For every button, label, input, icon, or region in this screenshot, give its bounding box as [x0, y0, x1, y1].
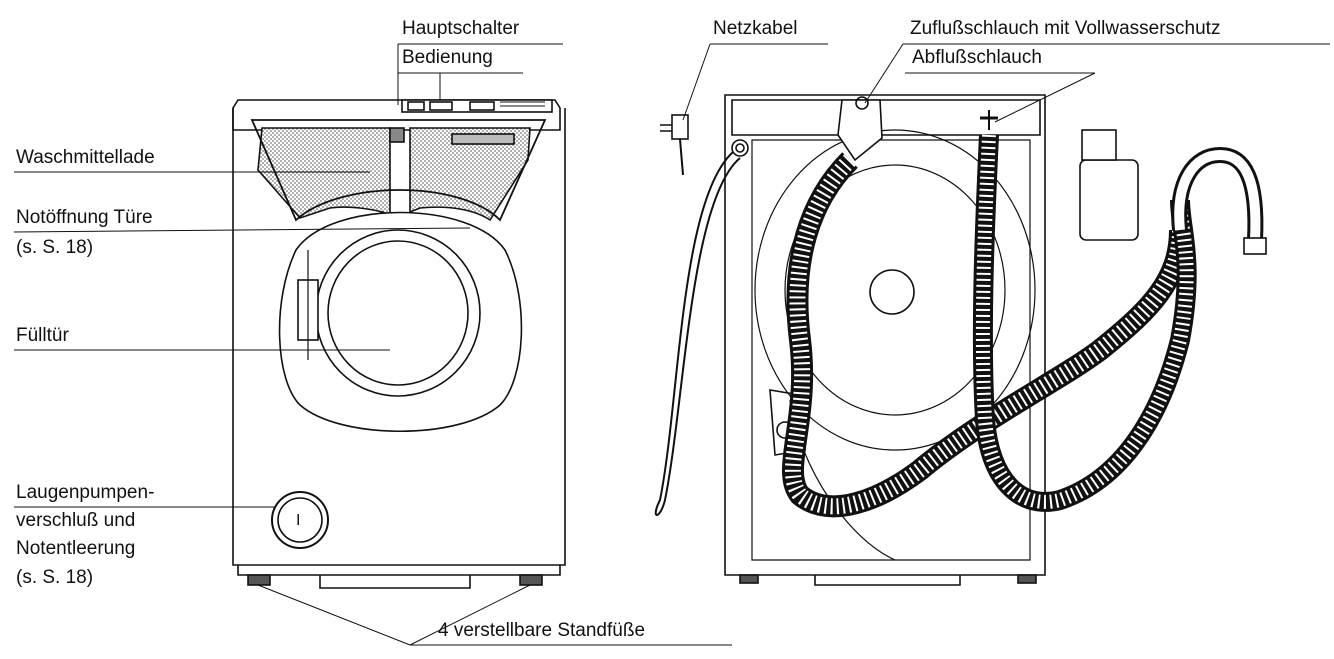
label-laugenpumpe-line2: verschluß und	[16, 510, 136, 531]
label-laugenpumpe-line1: Laugenpumpen-	[16, 482, 155, 503]
label-notoeffnung-line1: Notöffnung Türe	[16, 207, 153, 228]
label-netzkabel: Netzkabel	[713, 18, 798, 39]
rear-leaders	[682, 43, 1330, 123]
label-abflussschlauch: Abflußschlauch	[912, 47, 1042, 68]
front-leaders	[13, 43, 732, 646]
label-hauptschalter: Hauptschalter	[402, 18, 520, 39]
label-standfuesse: 4 verstellbare Standfüße	[438, 620, 646, 641]
label-waschmittellade: Waschmittellade	[16, 147, 155, 168]
label-zuflussschlauch: Zuflußschlauch mit Vollwasserschutz	[910, 18, 1221, 39]
pump-cover-mark: I	[296, 512, 301, 529]
label-laugenpumpe-line4: (s. S. 18)	[16, 567, 94, 588]
label-fuelltuer: Fülltür	[16, 325, 69, 346]
label-notoeffnung-line2: (s. S. 18)	[16, 237, 94, 258]
label-bedienung: Bedienung	[402, 47, 493, 68]
front-view	[232, 99, 566, 589]
label-laugenpumpe-line3: Notentleerung	[16, 538, 136, 559]
hoses	[654, 114, 1267, 518]
